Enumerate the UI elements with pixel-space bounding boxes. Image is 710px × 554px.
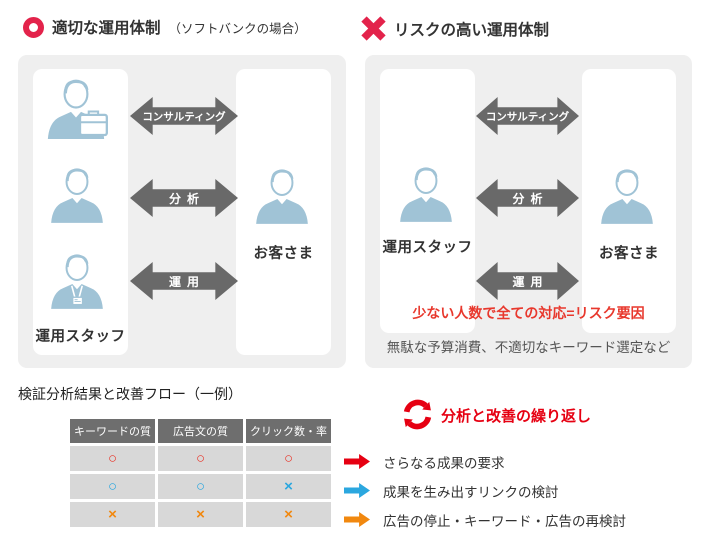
good-section-subtitle: （ソフトバンクの場合） [168, 21, 307, 36]
right-arrow-icon [344, 483, 370, 498]
consulting-arrow-label: コンサルティング [142, 110, 226, 123]
flow-row-demand: さらなる成果の要求 [344, 447, 626, 476]
flow-row-link-review: 成果を生み出すリンクの検討 [344, 476, 626, 505]
good-customer-label: お客さま [253, 246, 314, 262]
table-cell-mark: × [158, 502, 243, 527]
flow-outcome-list: さらなる成果の要求 成果を生み出すリンクの検討 広告の停止・キーワード・広告の再… [344, 447, 626, 534]
good-staff-label: 運用スタッフ [35, 329, 126, 345]
risk-note-text: 無駄な予算消費、不適切なキーワード選定など [386, 340, 671, 355]
good-section-header: 適切な運用体制 （ソフトバンクの場合） [23, 16, 307, 38]
table-cell-mark: ○ [246, 446, 331, 471]
risky-staff-person-icon [399, 166, 453, 222]
risky-operation-arrow: 運用 [476, 262, 579, 300]
cycle-label: 分析と改善の繰り返し [441, 408, 592, 425]
risky-customer-person-icon [600, 168, 654, 224]
risky-analysis-arrow-label: 分析 [512, 191, 549, 206]
table-cell-mark: × [70, 502, 155, 527]
good-section-title: 適切な運用体制 [52, 20, 161, 37]
risky-structure-panel: 運用スタッフ お客さま コンサルティング 分析 運用 少ない人数で全ての対応=リ… [365, 55, 692, 368]
good-staff-box: 運用スタッフ [33, 69, 128, 355]
customer-person-icon [255, 168, 309, 224]
risky-operation-arrow-label: 運用 [512, 274, 549, 289]
table-header-keyword-quality: キーワードの質 [70, 419, 155, 443]
refresh-cycle-icon [403, 399, 432, 430]
risk-warning-text: 少ない人数で全ての対応=リスク要因 [412, 305, 645, 321]
circle-good-icon [23, 16, 44, 38]
operation-arrow-label: 運用 [168, 274, 205, 289]
risky-customer-label: お客さま [599, 246, 659, 262]
analysis-arrow-label: 分析 [168, 191, 205, 206]
risky-analysis-arrow: 分析 [476, 179, 579, 217]
risky-staff-box: 運用スタッフ [380, 69, 475, 333]
consulting-arrow: コンサルティング [130, 97, 238, 135]
flow-label-ad-stop: 広告の停止・キーワード・広告の再検討 [383, 513, 626, 529]
flow-label-link-review: 成果を生み出すリンクの検討 [383, 484, 559, 500]
verification-result-table: キーワードの質 広告文の質 クリック数・率 ○ ○ ○ ○ ○ × × × × [70, 419, 331, 527]
risky-customer-box: お客さま [582, 69, 676, 333]
right-arrow-icon [344, 454, 370, 469]
operation-arrow: 運用 [130, 262, 238, 300]
cross-bad-icon [361, 16, 386, 41]
table-header-adcopy-quality: 広告文の質 [158, 419, 243, 443]
staff-analyst-person-icon [50, 167, 104, 223]
flow-section-title: 検証分析結果と改善フロー（一例） [18, 386, 242, 402]
table-cell-mark: ○ [158, 474, 243, 499]
analysis-arrow: 分析 [130, 179, 238, 217]
table-cell-mark: ○ [70, 474, 155, 499]
good-structure-panel: 運用スタッフ お客さま コンサルティング 分析 運用 [18, 55, 346, 368]
table-header-click-rate: クリック数・率 [246, 419, 331, 443]
staff-operator-person-icon [50, 253, 104, 309]
staff-consultant-person-icon [46, 78, 108, 139]
risky-staff-label: 運用スタッフ [382, 240, 473, 256]
risky-consulting-arrow-label: コンサルティング [485, 110, 570, 123]
right-arrow-icon [344, 512, 370, 527]
table-cell-mark: × [246, 474, 331, 499]
flow-row-ad-stop: 広告の停止・キーワード・広告の再検討 [344, 505, 626, 534]
good-customer-box: お客さま [236, 69, 331, 355]
table-cell-mark: ○ [158, 446, 243, 471]
table-cell-mark: × [246, 502, 331, 527]
risky-section-title: リスクの高い運用体制 [394, 21, 550, 39]
risky-consulting-arrow: コンサルティング [476, 97, 579, 135]
risky-section-header: リスクの高い運用体制 [360, 15, 549, 42]
table-cell-mark: ○ [70, 446, 155, 471]
flow-label-demand: さらなる成果の要求 [383, 455, 505, 471]
